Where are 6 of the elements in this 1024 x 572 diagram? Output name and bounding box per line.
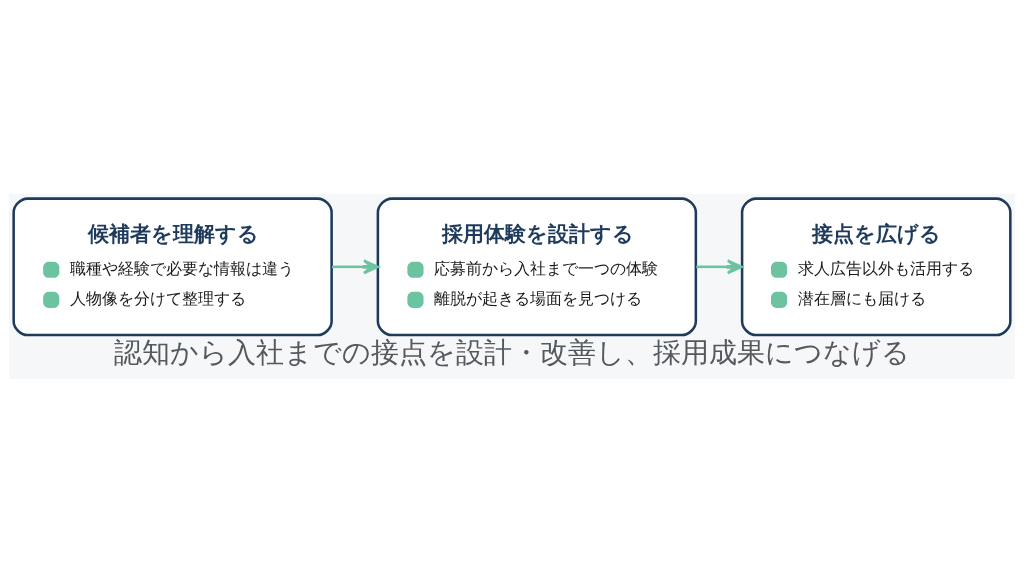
arrow xyxy=(696,258,743,274)
node-box: 接点を広げる 求人広告以外も活用する 潜在層にも届ける xyxy=(740,196,1012,336)
caption: 認知から入社までの接点を設計・改善し、採用成果につなげる xyxy=(114,335,910,369)
arrow xyxy=(332,258,380,274)
node-box: 候補者を理解する 職種や経験で必要な情報は違う 人物像を分けて整理する xyxy=(12,196,333,336)
node-box: 採用体験を設計する 応募前から入社まで一つの体験 離脱が起きる場面を見つける xyxy=(376,196,698,336)
